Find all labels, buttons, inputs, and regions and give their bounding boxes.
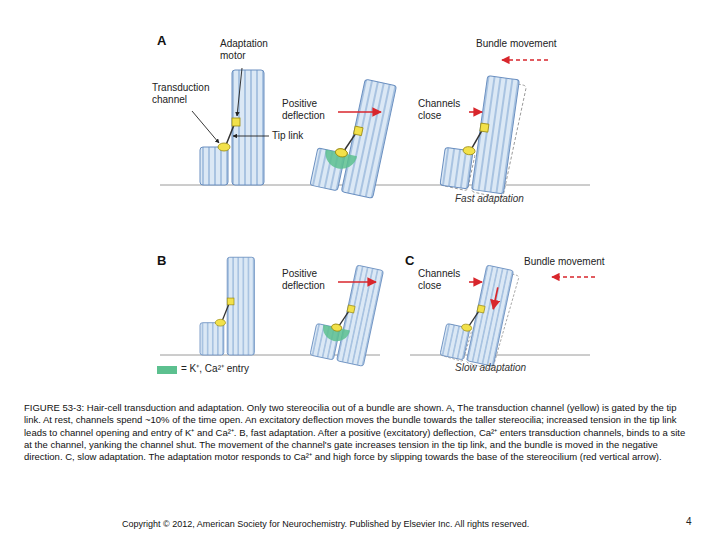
panel-letter: C — [405, 254, 414, 269]
step-label: Positive deflection — [282, 98, 334, 121]
page-number: 4 — [686, 516, 692, 528]
movement-arrow — [502, 59, 548, 60]
part-label: Transduction channel — [152, 82, 214, 105]
stereocilia-deflected — [310, 73, 397, 199]
stereocilia-rest — [200, 257, 254, 355]
legend-swatch — [157, 366, 177, 374]
panel-title: Fast adaptation — [455, 193, 524, 205]
stereocilia-rest — [200, 70, 264, 185]
step-label: Bundle movement — [476, 38, 576, 50]
legend-text: = K⁺, Ca²⁺ entry — [181, 363, 249, 375]
step-label: Positive deflection — [282, 268, 334, 291]
stereocilia-deflected — [310, 259, 384, 366]
leader-line — [233, 136, 269, 137]
base-line — [410, 355, 590, 356]
panel-letter: A — [157, 34, 166, 49]
panel-title: Slow adaptation — [455, 362, 526, 374]
deflection-arrow — [338, 111, 381, 113]
copyright-note: Copyright © 2012, American Society for N… — [122, 519, 529, 529]
step-label: Bundle movement — [524, 256, 624, 268]
part-label: Tip link — [272, 130, 303, 142]
step-label: Channels close — [418, 268, 466, 291]
movement-arrow — [552, 276, 595, 277]
panel-letter: B — [157, 254, 166, 269]
part-label: Adaptation motor — [220, 38, 280, 61]
step-label: Channels close — [418, 98, 466, 121]
figure-caption: FIGURE 53-3: Hair-cell transduction and … — [24, 402, 692, 464]
deflection-arrow — [338, 281, 376, 283]
leader-line — [237, 68, 242, 116]
deflection-arrow — [469, 281, 482, 283]
stereocilia-closed — [440, 71, 519, 194]
deflection-arrow — [469, 111, 482, 113]
leader-line — [192, 111, 219, 143]
